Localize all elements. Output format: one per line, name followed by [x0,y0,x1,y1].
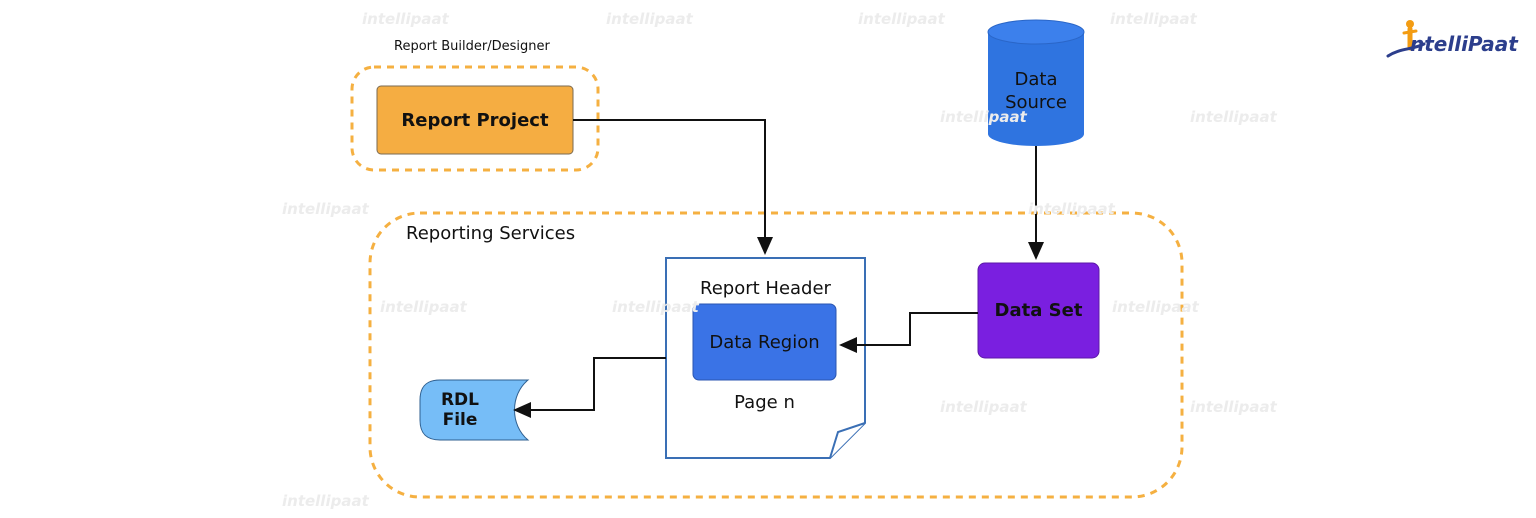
logo-figure-icon [1386,20,1426,58]
intellipaat-logo: ntelliPaat [1386,18,1518,64]
page-n-label: Page n [734,391,795,413]
logo-wordmark: ntelliPaat [1410,32,1518,56]
rdl-file-label: RDL File [440,390,480,430]
edge-page-to-rdl [513,357,666,418]
services-group-border [368,211,1184,499]
edge-project-to-page [573,119,773,255]
edge-dataset-to-region [839,312,978,353]
data-source-label-line2: Source [1005,92,1067,113]
builder-group-border [350,65,600,172]
builder-group-label: Report Builder/Designer [394,39,550,54]
data-region-box [692,303,837,381]
data-region-label: Data Region [709,331,820,353]
data-source-cylinder [987,19,1085,146]
data-set-label: Data Set [994,300,1083,321]
data-source-label: Data Source [988,60,1084,122]
report-header-label: Report Header [700,277,831,299]
services-group-label: Reporting Services [406,223,576,244]
data-source-label-line1: Data [1014,69,1058,90]
data-set-box [977,262,1100,359]
report-project-label: Report Project [401,109,549,131]
